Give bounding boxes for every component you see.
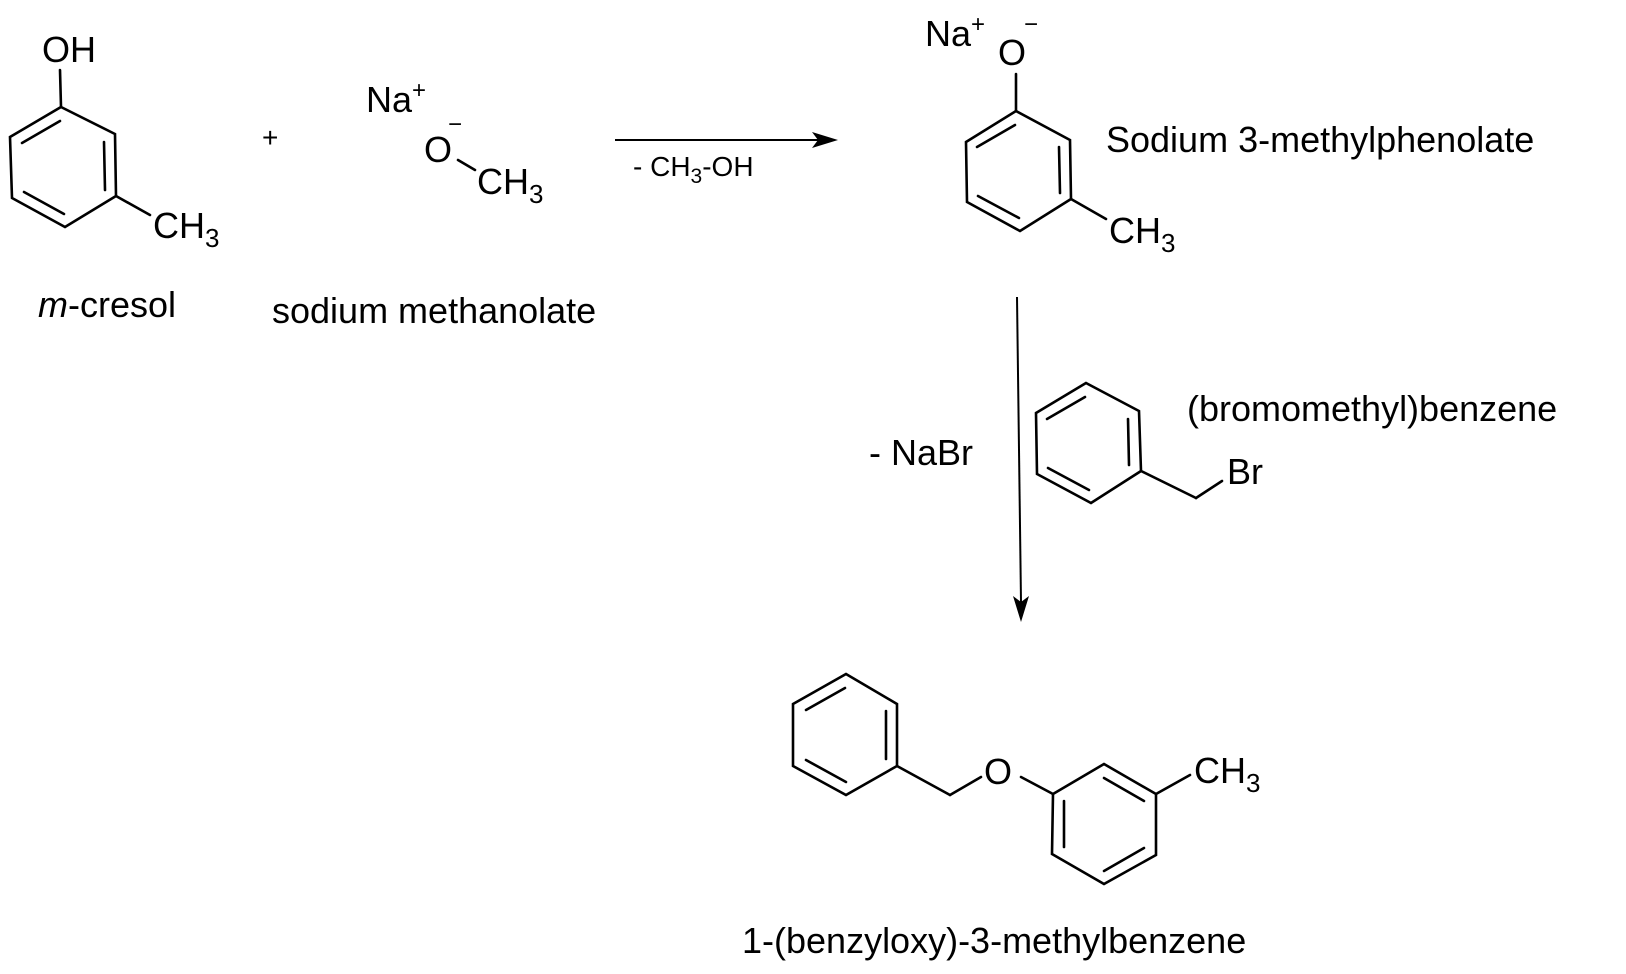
phenolate-double-bond [976, 194, 1021, 220]
product-ch2-bond [895, 764, 952, 797]
m-cresol-double-bond [22, 190, 66, 216]
m-cresol-benzene-ring [8, 105, 118, 229]
phenolate-methyl-label: CH3 [1109, 210, 1175, 258]
bromomethylbenzene-structure: Br (bromomethyl)benzene [1034, 381, 1557, 505]
phenolate-oxygen-label: O [998, 32, 1026, 73]
phenolate-double-bond [975, 123, 1017, 149]
bromomethylbenzene-double-bond [1126, 417, 1131, 467]
phenolate-sodium-label: Na+ [925, 11, 985, 54]
bromomethylbenzene-double-bond [1046, 466, 1091, 492]
phenolate-double-bond [1057, 145, 1062, 195]
sodium-3-methylphenolate-name: Sodium 3-methylphenolate [1106, 119, 1534, 160]
m-cresol-double-bond [102, 140, 107, 192]
product-ether-oxygen-label: O [984, 751, 1012, 792]
phenolate-methyl-bond [1069, 197, 1108, 221]
step-1-arrow: - CH3-OH [615, 132, 838, 188]
methanolate-methyl-label: CH3 [477, 161, 543, 209]
product-methyl-label: CH3 [1194, 750, 1260, 798]
m-cresol-methyl-bond [114, 194, 152, 217]
phenolate-benzene-ring [964, 109, 1073, 233]
bromomethylbenzene-c-br-bond [1194, 479, 1224, 500]
bromomethylbenzene-benzene-ring [1034, 381, 1143, 505]
m-cresol-name: m-cresol [38, 284, 176, 325]
sodium-methanolate-name: sodium methanolate [272, 290, 596, 331]
methanolate-sodium-label: Na+ [366, 77, 426, 120]
sodium-3-methylphenolate-structure: Na+ O − CH3 Sodium 3-methylphenolate [925, 11, 1534, 258]
product-double-bond [1102, 846, 1146, 873]
step-1-byproduct: - CH3-OH [633, 151, 754, 188]
product-structure: O CH3 1-(benzyloxy)-3-methylbenzene [742, 672, 1260, 961]
m-cresol-oh-bond [58, 68, 63, 109]
step-2-byproduct: - NaBr [869, 432, 973, 473]
methanolate-o-c-bond [456, 158, 477, 172]
step-2-arrow-line [1016, 296, 1022, 603]
sodium-methanolate-structure: Na+ O − CH3 sodium methanolate [272, 77, 596, 331]
bromine-label: Br [1227, 451, 1263, 492]
product-ch2-o-bond [948, 775, 983, 797]
product-name: 1-(benzyloxy)-3-methylbenzene [742, 920, 1246, 961]
product-o-aryl-bond [1019, 775, 1055, 796]
step-1-arrow-head [812, 132, 838, 148]
methanolate-oxygen-label: O [424, 129, 452, 170]
product-methyl-bond [1154, 773, 1192, 796]
m-cresol-double-bond [20, 119, 62, 145]
product-benzyl-ring [791, 672, 899, 797]
step-2-arrow-head [1013, 596, 1029, 622]
plus-sign: + [262, 122, 278, 153]
m-cresol-methyl-label: CH3 [153, 205, 219, 253]
step-2-arrow: - NaBr [869, 296, 1029, 622]
bromomethylbenzene-double-bond [1045, 395, 1087, 421]
methanolate-negative-charge: − [448, 111, 462, 138]
m-cresol-structure: OH CH3 m-cresol [8, 29, 219, 325]
bromomethylbenzene-ch2-bond [1139, 469, 1198, 500]
bromomethylbenzene-name: (bromomethyl)benzene [1187, 388, 1557, 429]
product-tolyl-ring [1050, 762, 1158, 886]
product-double-bond [804, 686, 847, 712]
product-double-bond [804, 758, 848, 784]
phenolate-negative-charge: − [1024, 11, 1038, 38]
m-cresol-oh-label: OH [42, 29, 96, 70]
product-double-bond [1102, 776, 1146, 803]
